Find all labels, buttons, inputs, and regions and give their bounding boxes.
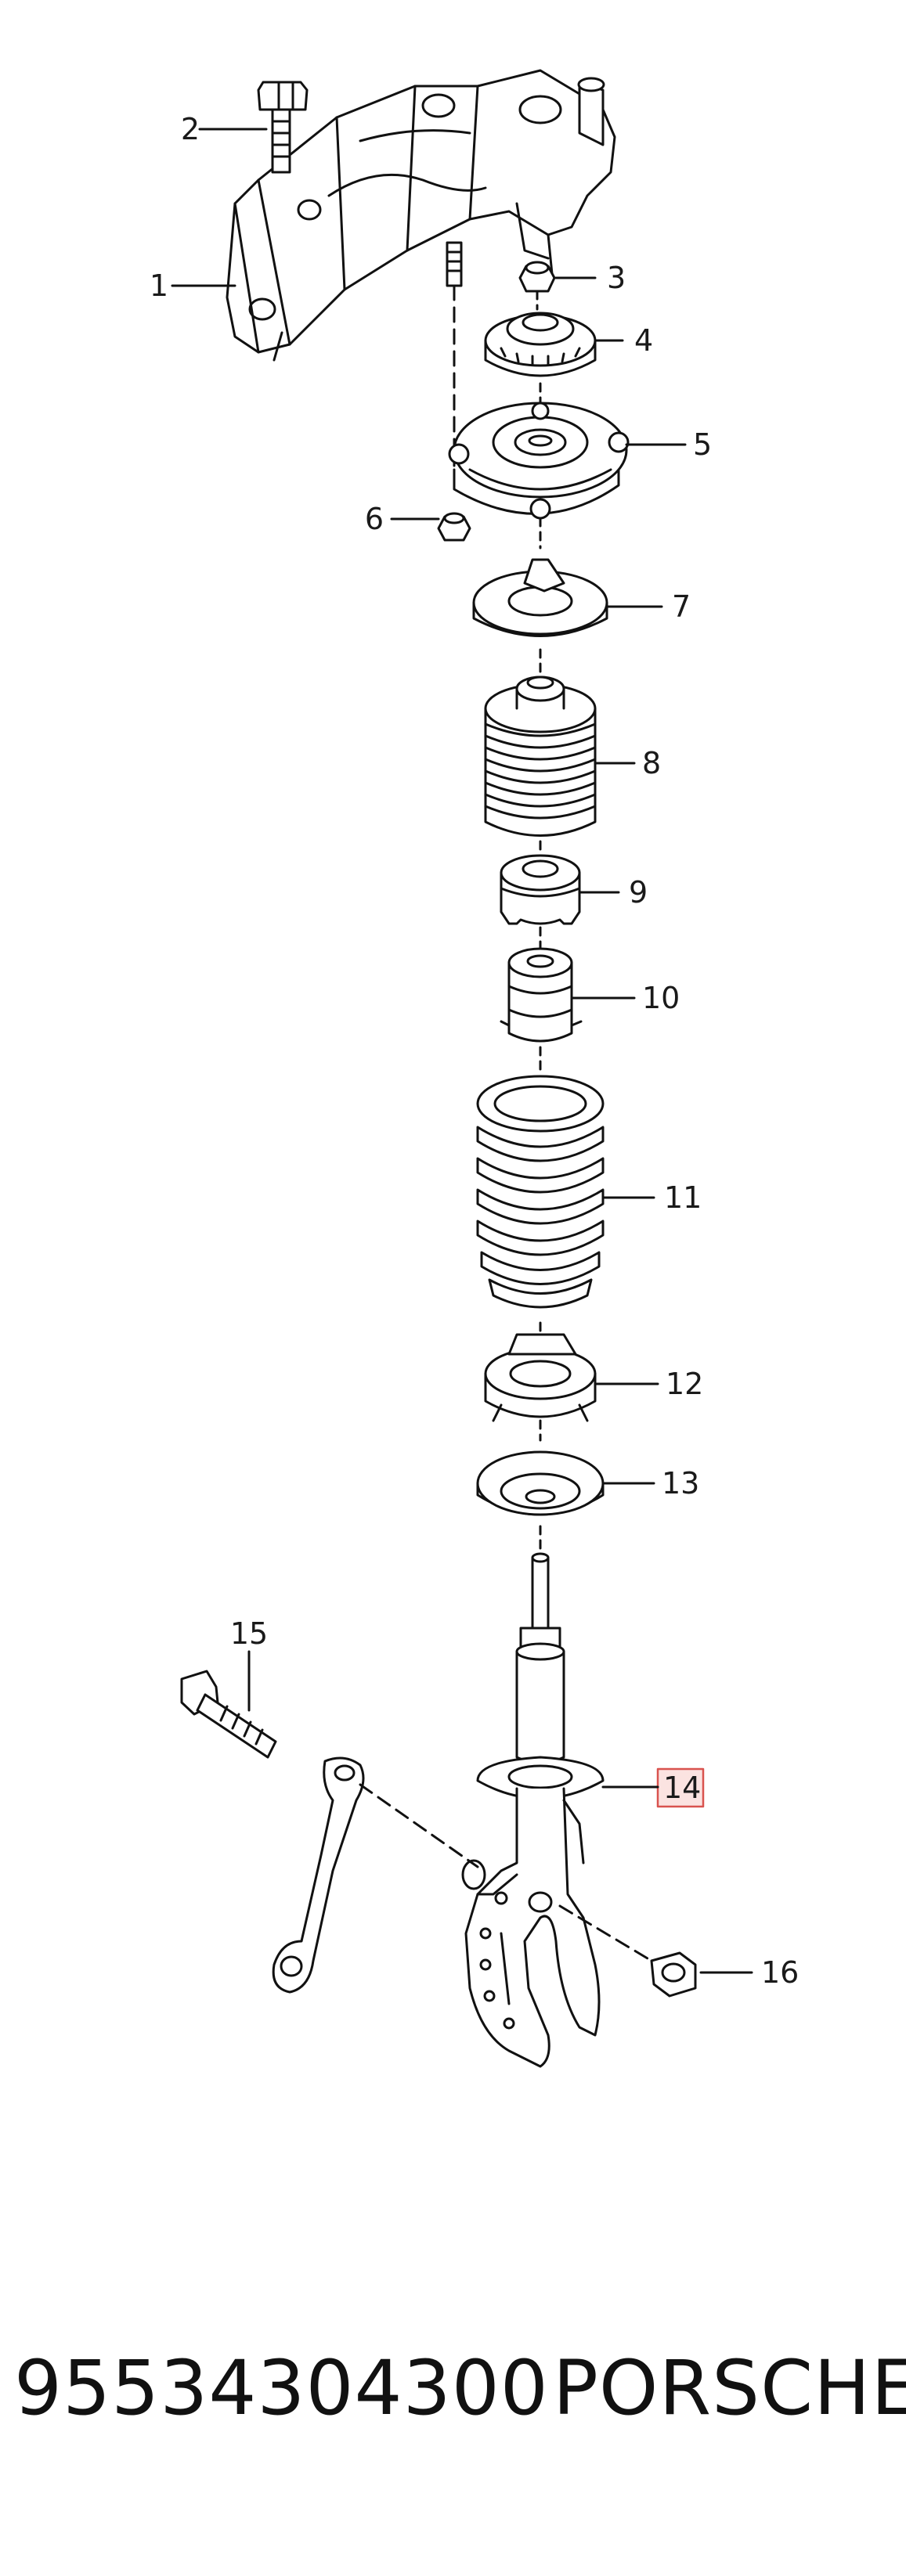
- part-11-coil-spring: [476, 1075, 605, 1348]
- callout-9: 9: [629, 875, 648, 910]
- part-15-bolt: [180, 1670, 277, 1759]
- callout-2: 2: [181, 112, 200, 146]
- part-10-protection-tube: [500, 947, 583, 1074]
- callout-7: 7: [672, 589, 691, 624]
- part-6-nut: [437, 512, 471, 542]
- callout-13: 13: [662, 1466, 699, 1501]
- part-5-top-mount: [448, 402, 630, 549]
- exploded-strut-diagram: 2 1 3 4 5: [150, 69, 799, 2068]
- part-2-bolt: [257, 81, 309, 174]
- part-14-shock-absorber: [461, 1552, 605, 2068]
- callout-10: 10: [642, 981, 680, 1015]
- callout-11: 11: [664, 1180, 702, 1215]
- part-8-dust-boot: [484, 676, 597, 855]
- part-4-bearing: [484, 312, 597, 409]
- part-9-bump-stop: [500, 854, 581, 957]
- part-number: 95534304300: [14, 2344, 549, 2432]
- stud-6-path: [446, 241, 463, 467]
- callout-16: 16: [761, 1955, 799, 1990]
- callout-15: 15: [230, 1616, 268, 1651]
- part-12-lower-spring-pad: [484, 1333, 597, 1442]
- part-1-mount-bracket: [226, 69, 616, 362]
- brand-name: PORSCHE: [553, 2344, 906, 2432]
- callout-8: 8: [642, 746, 661, 780]
- part-7-spring-pad: [472, 558, 608, 675]
- stabilizer-link: [272, 1756, 479, 1994]
- callout-5: 5: [693, 427, 712, 462]
- callout-12: 12: [666, 1367, 703, 1401]
- callout-14: 14: [663, 1771, 701, 1805]
- callout-6: 6: [365, 502, 384, 536]
- part-13-spring-seat: [476, 1450, 605, 1551]
- callout-1: 1: [150, 268, 168, 303]
- part-3-nut: [518, 261, 556, 311]
- callout-4: 4: [634, 323, 653, 358]
- callout-3: 3: [607, 261, 626, 295]
- part-16-nut: [558, 1904, 697, 1998]
- footer: 95534304300 PORSCHE: [0, 2336, 906, 2454]
